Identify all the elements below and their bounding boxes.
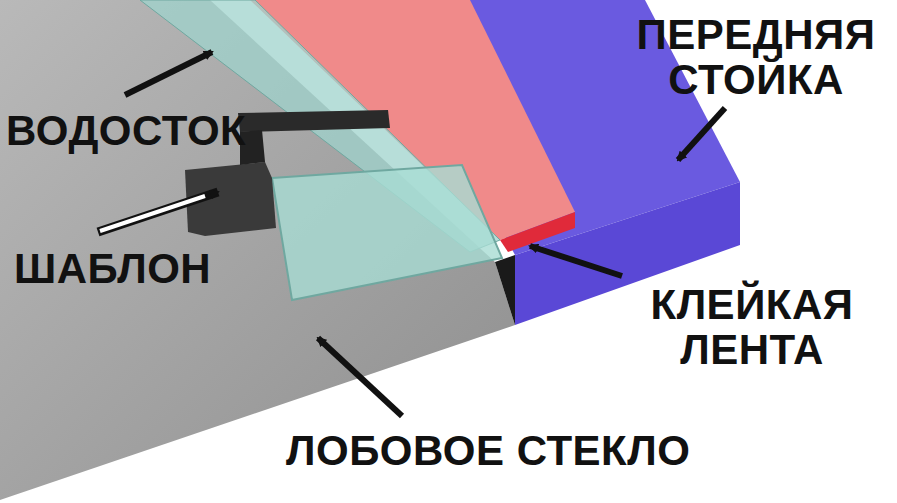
template-plate — [272, 165, 502, 300]
template-bar — [238, 110, 390, 132]
leader-arrow — [98, 192, 218, 232]
leader-arrow — [318, 338, 402, 416]
part-label: ШАБЛОН — [14, 246, 294, 291]
leader-arrow — [530, 246, 622, 276]
part-label: ВОДОСТОК — [6, 108, 306, 153]
part-label: КЛЕЙКАЯ ЛЕНТА — [612, 282, 892, 373]
leader-arrow-white — [100, 196, 205, 231]
glass-edge — [495, 255, 515, 325]
part-label: ЛОБОВОЕ СТЕКЛО — [286, 428, 726, 473]
part-label: ПЕРЕДНЯЯ СТОЙКА — [620, 12, 892, 103]
leader-arrow — [678, 108, 725, 160]
leader-arrow — [125, 52, 212, 95]
